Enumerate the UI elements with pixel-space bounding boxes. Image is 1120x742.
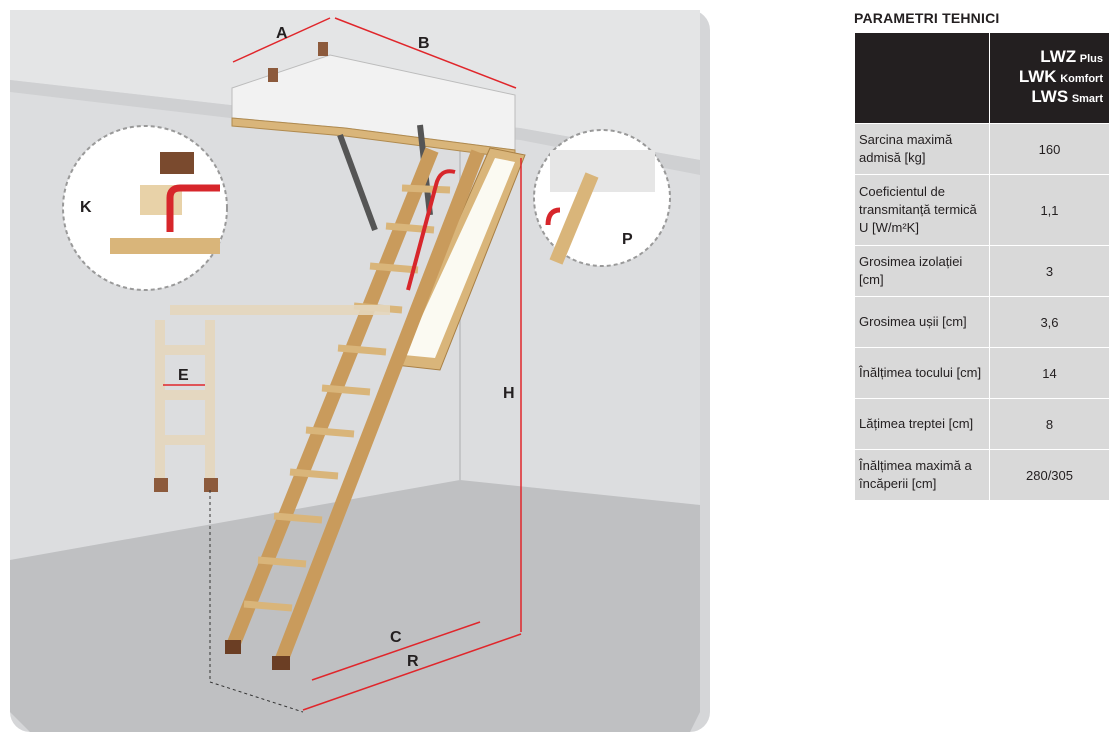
model-lwk: LWK Komfort (1018, 67, 1103, 86)
specs-row-value: 160 (989, 123, 1110, 175)
ceiling-face (10, 80, 700, 175)
detail-p-door (549, 172, 599, 265)
specs-row-label: Lățimea treptei [cm] (854, 398, 990, 450)
specs-row: Coeficientul de transmitanță termică U [… (854, 174, 1110, 246)
specs-header-blank (854, 32, 990, 124)
dimension-lines (96, 17, 629, 711)
model-lws: LWS Smart (1031, 87, 1103, 106)
floor (10, 480, 700, 732)
detail-k-beam (160, 152, 194, 174)
dimension-label-c: C (390, 629, 402, 646)
specs-row-label: Înălțimea maximă a încăperii [cm] (854, 449, 990, 501)
specs-row-value: 3 (989, 245, 1110, 297)
ladder-foot (225, 640, 241, 654)
detail-k-handrail (166, 184, 220, 232)
specs-title: PARAMETRI TEHNICI (854, 10, 1000, 26)
specs-row-value: 1,1 (989, 174, 1110, 246)
detail-p-ceiling (550, 150, 655, 192)
ladder-rail-right (273, 149, 485, 667)
hinge-arm (337, 133, 378, 232)
technical-parameters-panel: PARAMETRI TEHNICI LWZ Plus LWK Komfort L… (854, 8, 1110, 501)
dimension-label-p: P (622, 231, 633, 248)
model-lwz: LWZ Plus (1040, 47, 1103, 66)
hatch-post-left (268, 68, 278, 82)
specs-row-label: Coeficientul de transmitanță termică U [… (854, 174, 990, 246)
dimension-label-h: H (503, 385, 515, 402)
specs-row: Înălțimea maximă a încăperii [cm] 280/30… (854, 449, 1110, 501)
attic-ladder-diagram: A B K P E H C R (10, 10, 710, 732)
specs-row-label: Grosimea ușii [cm] (854, 296, 990, 348)
reference-dashes (209, 490, 304, 713)
specs-row: Grosimea ușii [cm] 3,6 (854, 296, 1110, 348)
specs-row-value: 14 (989, 347, 1110, 399)
specs-row: Sarcina maximă admisă [kg] 160 (854, 123, 1110, 175)
detail-k-frame (110, 238, 220, 254)
specs-row: Înălțimea tocului [cm] 14 (854, 347, 1110, 399)
specs-row-label: Înălțimea tocului [cm] (854, 347, 990, 399)
specs-row: Grosimea izolației [cm] 3 (854, 245, 1110, 297)
ghost-ladder-foot (204, 478, 218, 492)
detail-p-handrail (545, 207, 561, 226)
hatch-door-panel (404, 158, 515, 358)
ladder-foot (272, 656, 290, 670)
specs-row-value: 8 (989, 398, 1110, 450)
specs-row-label: Grosimea izolației [cm] (854, 245, 990, 297)
specs-row-value: 280/305 (989, 449, 1110, 501)
specs-row: Lățimea treptei [cm] 8 (854, 398, 1110, 450)
hatch-post-right (318, 42, 328, 56)
specs-row-label: Sarcina maximă admisă [kg] (854, 123, 990, 175)
dimension-label-b: B (418, 35, 430, 52)
specs-header-row: LWZ Plus LWK Komfort LWS Smart (854, 32, 1110, 124)
handrail (406, 169, 456, 291)
ladder-rail-left (225, 147, 439, 651)
ghost-ladder-foot (154, 478, 168, 492)
specs-header-models: LWZ Plus LWK Komfort LWS Smart (989, 32, 1110, 124)
folded-ladder-ghost (155, 305, 390, 490)
dimension-label-k: K (80, 199, 92, 216)
specs-table: LWZ Plus LWK Komfort LWS Smart Sarcina m… (854, 32, 1110, 501)
dimension-label-a: A (276, 25, 288, 42)
dimension-label-e: E (178, 367, 189, 384)
dimension-label-r: R (407, 653, 419, 670)
specs-row-value: 3,6 (989, 296, 1110, 348)
